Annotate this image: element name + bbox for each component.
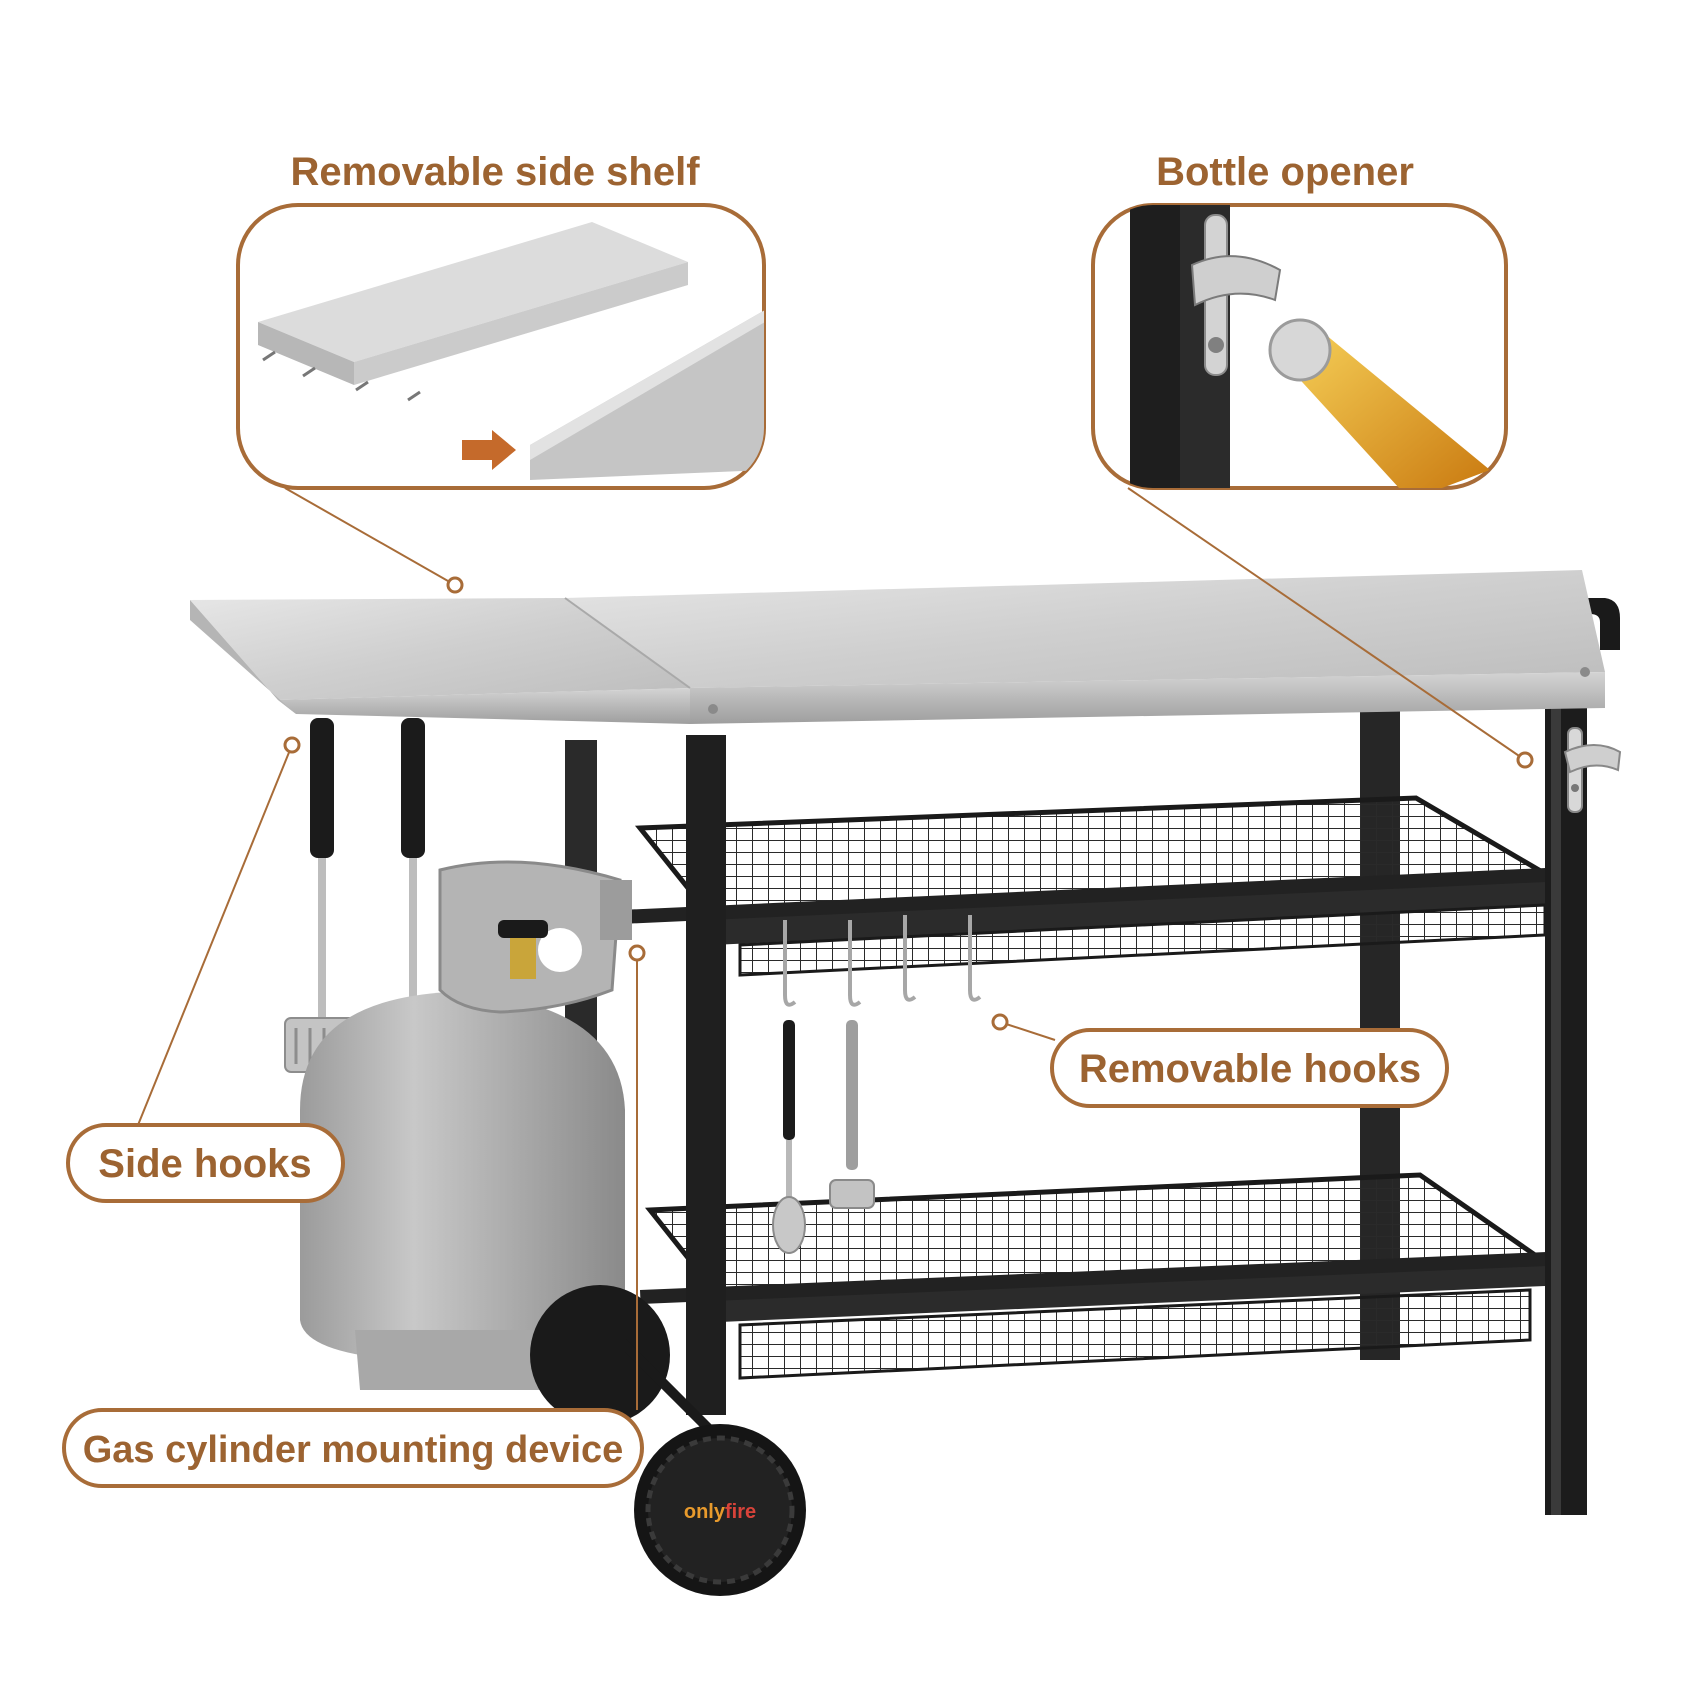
callout-side-shelf-label: Removable side shelf xyxy=(290,150,700,194)
wheel-logo: onlyfire xyxy=(684,1501,756,1523)
beer-bottle-icon xyxy=(1268,318,1490,488)
callout-gas-cylinder: Gas cylinder mounting device xyxy=(62,944,646,1488)
arrow-icon xyxy=(462,430,516,470)
callout-gas-cylinder-label: Gas cylinder mounting device xyxy=(83,1429,624,1471)
front-wheel: onlyfire xyxy=(616,1336,806,1596)
front-left-leg xyxy=(686,735,726,1415)
bottle-opener-on-cart xyxy=(1563,727,1622,813)
gas-tank xyxy=(300,860,632,1390)
bottle-opener-detail-image xyxy=(1130,205,1490,488)
hanging-utensils xyxy=(772,1020,875,1254)
rear-wheel xyxy=(530,1285,670,1425)
callout-bottle-opener: Bottle opener xyxy=(1091,150,1534,769)
callout-side-hooks: Side hooks xyxy=(66,736,345,1203)
callout-side-hooks-label: Side hooks xyxy=(98,1142,311,1186)
side-shelf-detail-image xyxy=(258,222,764,480)
callout-removable-hooks: Removable hooks xyxy=(991,1013,1449,1108)
callout-bottle-opener-label: Bottle opener xyxy=(1156,150,1414,194)
callout-side-shelf: Removable side shelf xyxy=(236,150,766,594)
steel-tabletop xyxy=(190,570,1605,724)
upper-wire-shelf xyxy=(620,795,1565,977)
callout-removable-hooks-label: Removable hooks xyxy=(1079,1047,1421,1091)
cart-illustration: onlyfire xyxy=(190,570,1622,1596)
removable-hooks xyxy=(783,915,982,1007)
